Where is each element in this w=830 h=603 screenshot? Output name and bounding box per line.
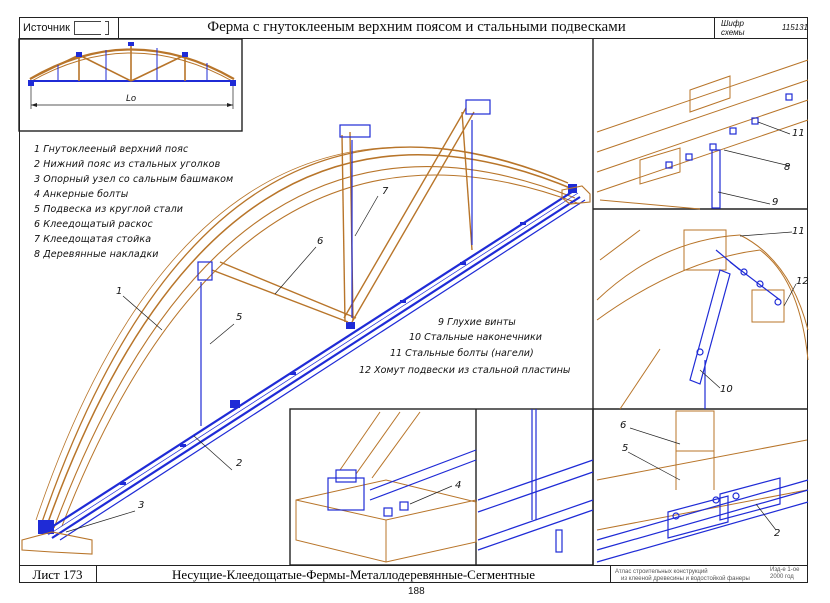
scheme-code-value: 115131 <box>781 23 808 32</box>
source-bracket <box>73 20 109 35</box>
atlas-line-2: из клееной древесины и водостойкой фанер… <box>621 575 750 582</box>
sheet-number: Лист 173 <box>19 566 97 583</box>
chord-bolts <box>120 184 577 485</box>
detail-support-node: 4 <box>295 411 477 563</box>
callout-1: 1 <box>116 286 122 297</box>
callout-2-detail: 2 <box>774 528 780 539</box>
web-members <box>211 107 475 323</box>
legend-item-7: 7 Клеедощатая стойка <box>34 234 152 245</box>
upper-chord <box>35 146 581 529</box>
legend-item-8: 8 Деревянные накладки <box>34 249 159 260</box>
title-block: Источник Ферма с гнутоклееным верхним по… <box>19 17 808 39</box>
category-path: Несущие-Клеедощатые-Фермы-Металлодеревян… <box>97 566 611 583</box>
page-number: 188 <box>408 586 425 597</box>
node-plates <box>38 99 491 534</box>
legend-item-1: 1 Гнутоклееный верхний пояс <box>34 144 189 155</box>
callout-9: 9 <box>772 197 778 208</box>
legend-item-11: 11 Стальные болты (нагели) <box>390 348 534 359</box>
callout-2: 2 <box>236 458 242 469</box>
main-callouts <box>65 195 379 533</box>
lower-chord <box>43 189 586 541</box>
steel-hangers <box>200 120 473 426</box>
legend-item-2: 2 Нижний пояс из стальных уголков <box>34 159 221 170</box>
sheet-frame <box>19 17 808 583</box>
legend-item-4: 4 Анкерные болты <box>34 189 129 200</box>
legend-item-6: 6 Клеедощатый раскос <box>34 219 153 230</box>
edition-note: Изд-е 1-ое 2000 год <box>770 567 799 581</box>
legend-item-10: 10 Стальные наконечники <box>409 332 542 343</box>
callout-7: 7 <box>382 186 389 197</box>
callout-12: 12 <box>796 276 809 287</box>
callout-6: 6 <box>317 236 323 247</box>
edition-line-2: 2000 год <box>770 574 794 580</box>
panel-borders <box>18 38 808 566</box>
detail-hanger-clamp: 11 12 10 <box>596 226 809 410</box>
atlas-line-1: Атлас строительных конструкций <box>615 568 708 575</box>
scheme-diagram: Lo <box>28 42 236 109</box>
edition-line-1: Изд-е 1-ое <box>770 567 800 573</box>
supports <box>21 185 591 555</box>
source-field: Источник <box>19 17 119 38</box>
legend-item-5: 5 Подвеска из круглой стали <box>34 204 184 215</box>
callout-4: 4 <box>455 480 461 491</box>
legend-item-9: 9 Глухие винты <box>438 317 516 328</box>
legend-item-12: 12 Хомут подвески из стальной пластины <box>359 365 571 376</box>
callout-10: 10 <box>720 384 733 395</box>
callout-5: 5 <box>236 312 242 323</box>
detail-chord-section <box>477 409 594 553</box>
callout-11-mid: 11 <box>792 226 805 237</box>
callout-5-detail: 5 <box>622 443 628 454</box>
scheme-code: Шифр схемы 115131 <box>715 17 808 38</box>
page-title: Ферма с гнутоклееным верхним поясом и ст… <box>119 17 715 38</box>
callout-6-detail: 6 <box>620 420 626 431</box>
callout-8: 8 <box>784 162 790 173</box>
callout-11-top: 11 <box>792 128 805 139</box>
detail-upper-joint: 11 8 9 <box>596 59 809 210</box>
detail-hanger-chord: 6 5 2 <box>596 410 809 563</box>
scheme-code-label: Шифр схемы <box>721 18 745 37</box>
footer-block: Лист 173 Несущие-Клеедощатые-Фермы-Метал… <box>19 565 808 583</box>
callout-3: 3 <box>138 500 144 511</box>
legend-item-3: 3 Опорный узел со сальным башмаком <box>34 174 234 185</box>
atlas-note: Атлас строительных конструкций из клеено… <box>611 566 781 583</box>
source-label: Источник <box>23 21 70 34</box>
span-label: Lo <box>126 93 136 103</box>
